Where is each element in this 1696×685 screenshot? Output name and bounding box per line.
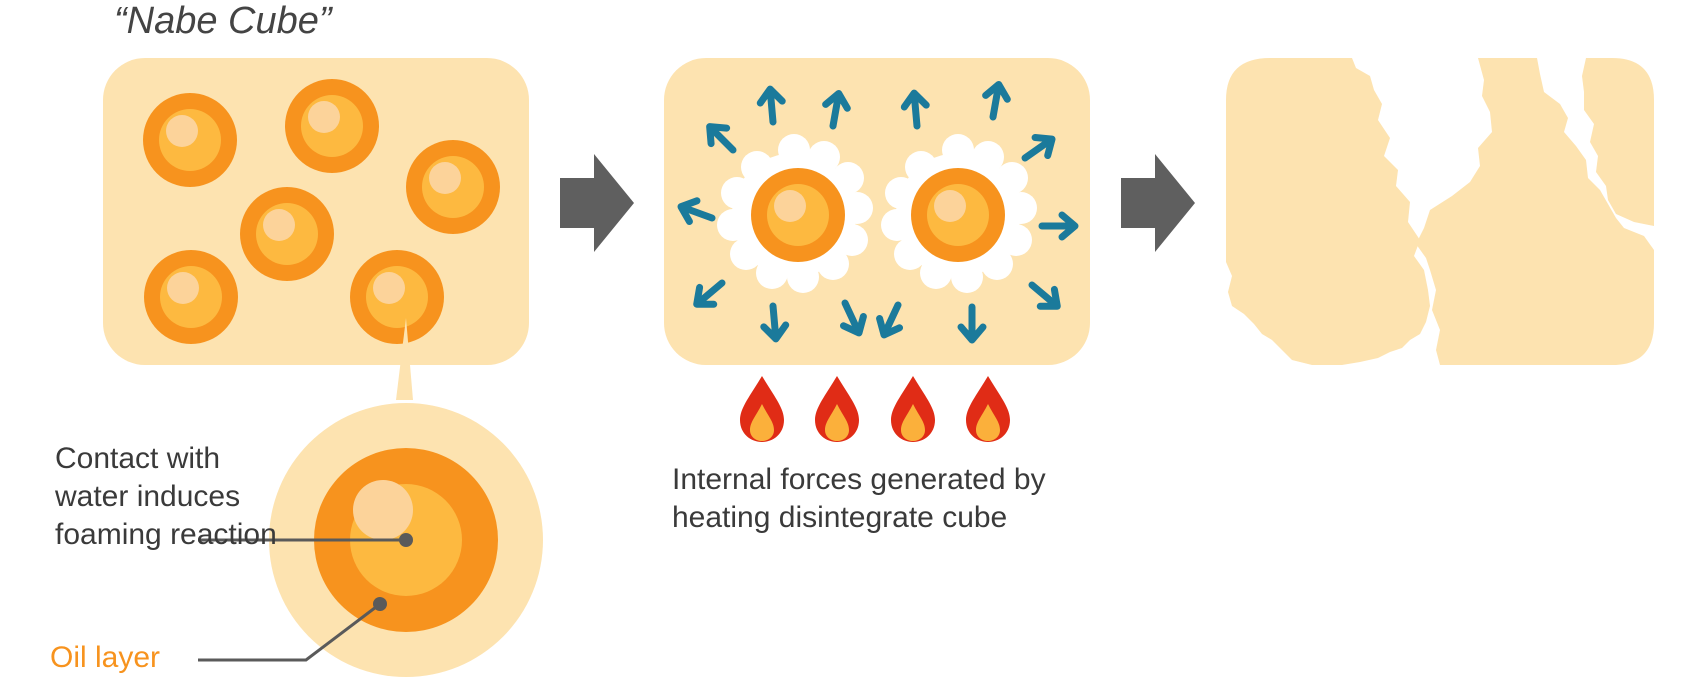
cube-panel-heating	[664, 58, 1090, 365]
heat-source	[740, 376, 1010, 442]
zoom-callout	[198, 318, 543, 677]
flame-icon	[966, 376, 1010, 442]
oil-ball	[751, 168, 845, 262]
cube-fragment	[1582, 58, 1654, 226]
oil-ball	[406, 140, 500, 234]
flame-icon	[891, 376, 935, 442]
oil-ball	[144, 250, 238, 344]
oil-ball	[240, 187, 334, 281]
oil-ball	[350, 250, 444, 344]
cube-panel-disintegrated	[1226, 58, 1654, 365]
cube-panel-intact	[103, 58, 529, 365]
flame-icon	[740, 376, 784, 442]
oil-layer-label: Oil layer	[50, 641, 161, 674]
oil-ball	[285, 79, 379, 173]
heating-caption: Internal forces generated by heating dis…	[672, 463, 1046, 534]
leader-line-oil	[198, 602, 381, 662]
step-arrow-icon	[1121, 154, 1195, 252]
cube-fragment	[1226, 58, 1430, 365]
step-arrow-icon	[560, 154, 634, 252]
cube-fragment	[1416, 58, 1654, 365]
flame-icon	[815, 376, 859, 442]
diagram-title: “Nabe Cube”	[114, 0, 332, 42]
oil-ball	[911, 168, 1005, 262]
oil-ball	[143, 93, 237, 187]
foaming-reaction-label: Contact with water induces foaming react…	[55, 442, 277, 551]
